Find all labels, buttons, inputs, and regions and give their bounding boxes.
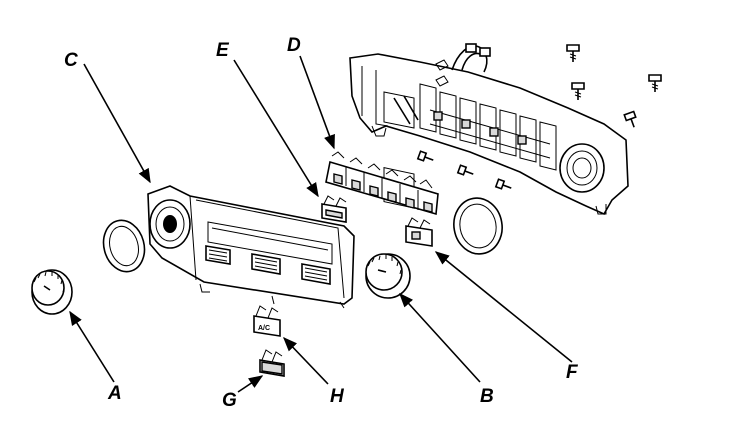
rear-defrost-button <box>321 195 347 223</box>
right-trim-ring <box>453 197 503 255</box>
leader-arrows <box>69 55 573 393</box>
arrow-e <box>233 59 319 198</box>
left-knob <box>31 269 73 315</box>
callout-b: B <box>480 386 494 407</box>
arrow-f <box>434 251 573 363</box>
ac-button-label: A/C <box>258 325 270 332</box>
arrow-c <box>83 63 151 184</box>
arrow-h <box>283 336 329 385</box>
callout-h: H <box>330 386 345 407</box>
mode-button-row <box>325 151 439 216</box>
callout-g: G <box>222 390 237 411</box>
callout-c: C <box>64 50 78 71</box>
callout-e: E <box>216 40 230 61</box>
rear-housing <box>349 43 629 216</box>
callout-d: D <box>287 35 301 56</box>
left-trim-ring <box>102 219 146 273</box>
mounting-screws <box>416 44 662 190</box>
ac-button: A/C <box>253 305 281 337</box>
blank-button <box>259 349 285 377</box>
recirculation-button <box>405 217 433 247</box>
arrow-b <box>399 292 481 383</box>
callout-a: A <box>107 383 122 404</box>
arrow-d <box>299 55 335 150</box>
callout-f: F <box>566 362 579 383</box>
front-control-bezel <box>147 185 355 309</box>
right-knob <box>365 253 411 299</box>
arrow-g <box>237 375 264 393</box>
arrow-a <box>69 310 115 383</box>
